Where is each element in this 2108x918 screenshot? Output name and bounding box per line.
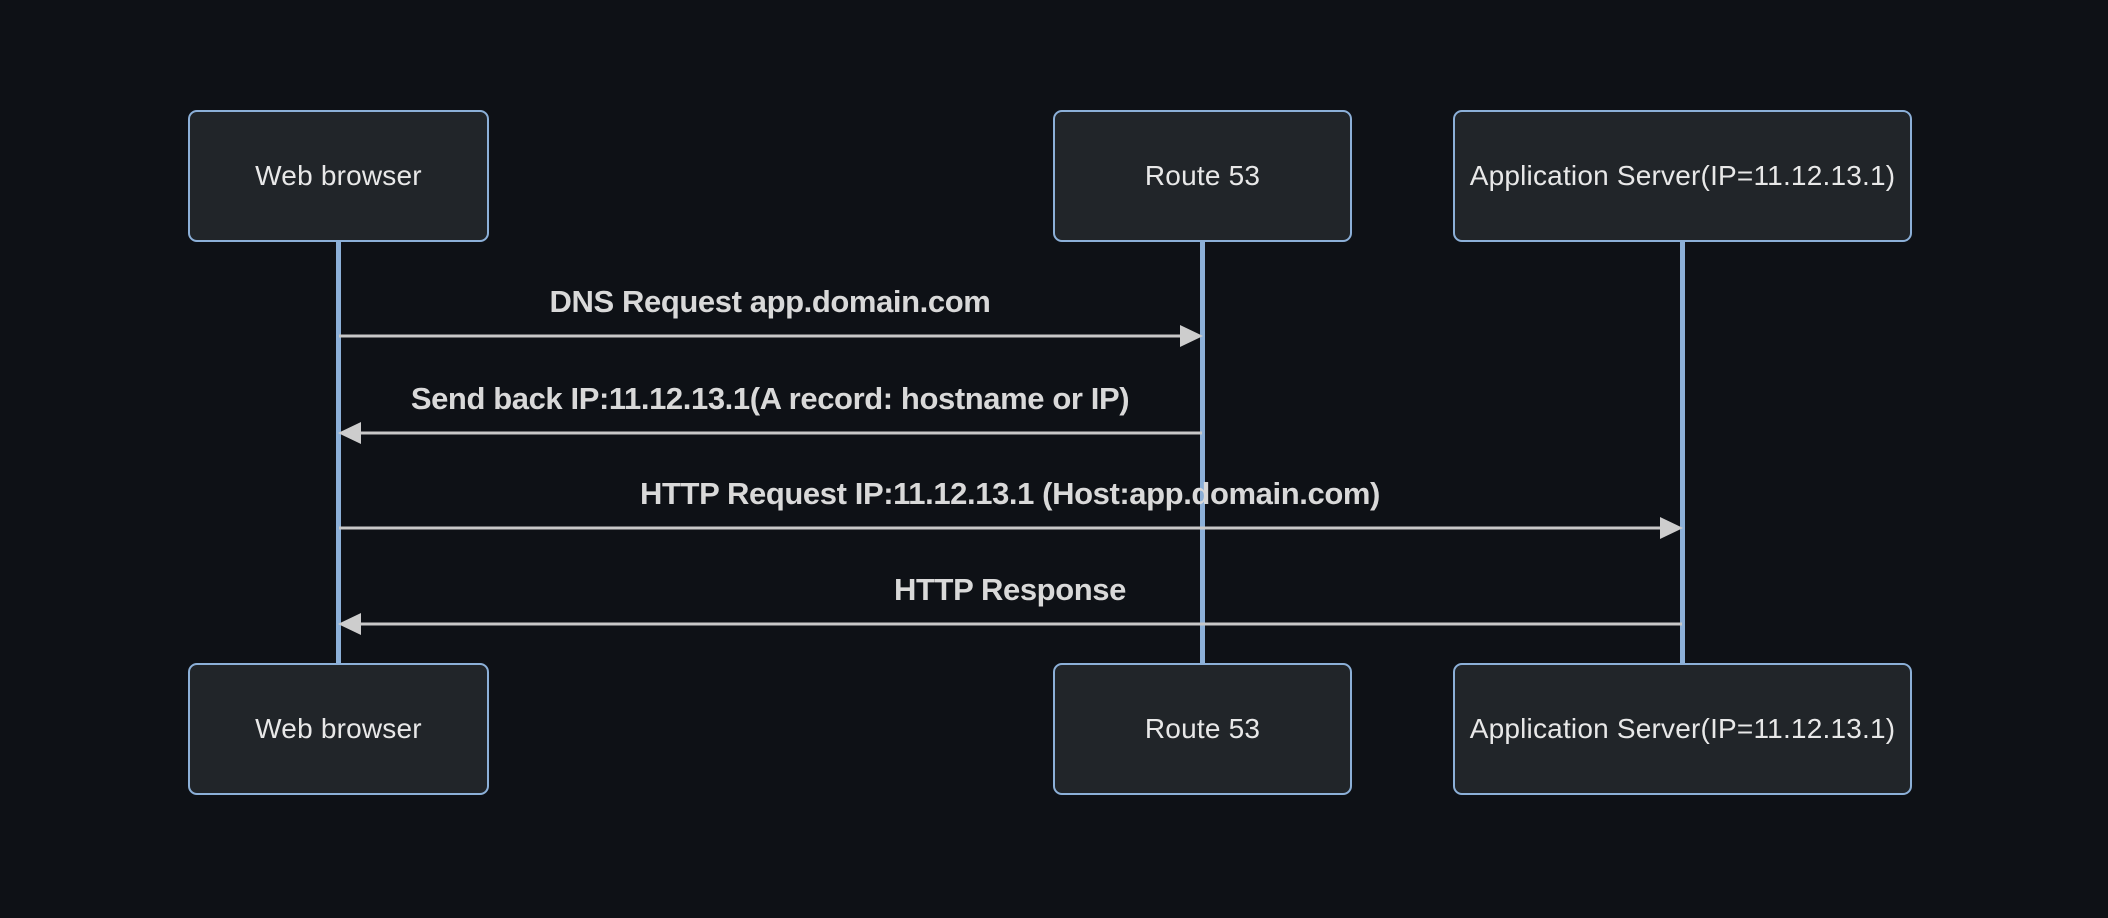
actor-label-web-browser-bottom: Web browser (255, 713, 422, 744)
actor-box-route-53-top: Route 53 (1053, 110, 1352, 242)
actor-box-app-server-top: Application Server(IP=11.12.13.1) (1453, 110, 1912, 242)
actor-box-route-53-bottom: Route 53 (1053, 663, 1352, 795)
message-label-send-back-ip: Send back IP:11.12.13.1(A record: hostna… (410, 381, 1130, 416)
arrowhead-left-send-back-ip (338, 422, 361, 444)
message-label-dns-request: DNS Request app.domain.com (549, 284, 991, 319)
arrowhead-left-http-response (338, 613, 361, 635)
arrowhead-right-http-request (1660, 517, 1683, 539)
actor-label-app-server-bottom: Application Server(IP=11.12.13.1) (1469, 713, 1896, 744)
actor-box-web-browser-top: Web browser (188, 110, 489, 242)
actor-label-app-server-top: Application Server(IP=11.12.13.1) (1469, 160, 1896, 191)
message-label-http-response: HTTP Response (894, 572, 1126, 607)
actor-label-route-53-bottom: Route 53 (1144, 713, 1261, 744)
actor-label-route-53-top: Route 53 (1144, 160, 1261, 191)
actor-box-web-browser-bottom: Web browser (188, 663, 489, 795)
actor-box-app-server-bottom: Application Server(IP=11.12.13.1) (1453, 663, 1912, 795)
arrowhead-right-dns-request (1180, 325, 1203, 347)
actor-label-web-browser-top: Web browser (255, 160, 422, 191)
message-label-http-request: HTTP Request IP:11.12.13.1 (Host:app.dom… (640, 476, 1380, 511)
